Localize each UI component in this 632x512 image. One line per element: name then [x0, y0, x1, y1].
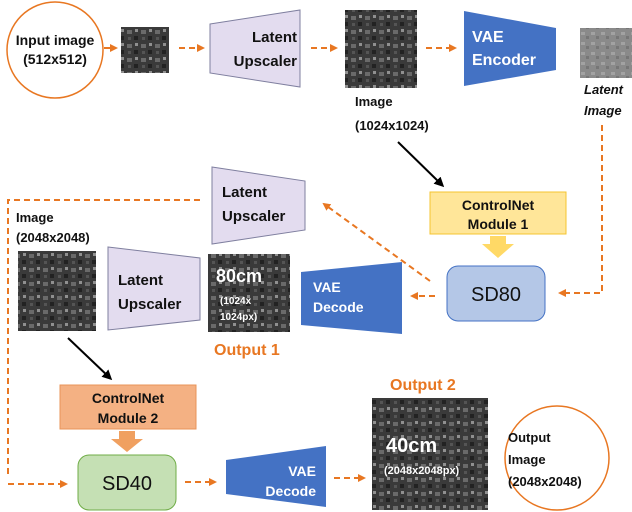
sd80-node: SD80: [446, 265, 546, 322]
latent-image-label-2: Image: [584, 103, 622, 118]
output-node-line2: Image: [508, 452, 546, 467]
input-thumbnail: [121, 27, 169, 73]
image-1024-thumbnail: [345, 10, 417, 88]
output-1-dims-1: (1024x: [220, 296, 252, 307]
latent-upscaler-3: Latent Upscaler: [107, 246, 201, 331]
output-image-node: Output Image (2048x2048): [504, 405, 610, 511]
controlnet-2-line2: Module 2: [98, 410, 159, 426]
latent-upscaler-2: Latent Upscaler: [211, 166, 306, 245]
output-1-title: Output 1: [214, 342, 280, 359]
vae-decode-2-line2: Decode: [265, 483, 316, 499]
output-2-image: 40cm (2048x2048px): [372, 398, 488, 510]
upscaler-3-line1: Latent: [118, 272, 163, 289]
image-1024-label: Image: [355, 94, 393, 109]
input-image-node: Input image (512x512): [6, 1, 104, 99]
output-2-dims: (2048x2048px): [384, 465, 460, 477]
vae-encoder-line2: Encoder: [472, 52, 536, 69]
controlnet-1-line2: Module 1: [468, 216, 529, 232]
arrow-controlnet1-to-sd80: [482, 236, 514, 258]
arrow-latent-to-sd80: [558, 125, 603, 297]
controlnet-1-line1: ControlNet: [462, 197, 535, 213]
latent-upscaler-1: Latent Upscaler: [209, 9, 301, 88]
arrow-image1024-to-controlnet1: [397, 141, 445, 188]
arrow-upscaler2-to-image2048: [7, 199, 200, 478]
vae-decode-1-line2: Decode: [313, 299, 364, 315]
upscaler-2-line1: Latent: [222, 184, 267, 201]
controlnet-module-1: ControlNet Module 1: [429, 191, 567, 235]
arrow-sd80-to-upscaler2: [322, 202, 431, 282]
input-image-label: Input image: [16, 32, 95, 48]
vae-decode-1-line1: VAE: [313, 279, 341, 295]
arrow-image2048-to-controlnet2: [67, 337, 113, 381]
vae-decode-2: VAE Decode: [226, 446, 326, 507]
output-1-resolution: 80cm: [216, 266, 262, 286]
vae-decode-2-line1: VAE: [288, 463, 316, 479]
latent-image-label-1: Latent: [584, 82, 624, 97]
sd80-label: SD80: [471, 284, 521, 306]
image-2048-size: (2048x2048): [16, 230, 90, 245]
image-2048-thumbnail: [18, 251, 96, 331]
output-2-resolution: 40cm: [386, 435, 437, 457]
sd40-node: SD40: [77, 454, 177, 511]
upscaler-1-line1: Latent: [252, 29, 297, 46]
vae-decode-1: VAE Decode: [301, 262, 402, 334]
controlnet-2-line1: ControlNet: [92, 390, 165, 406]
image-1024-size: (1024x1024): [355, 118, 429, 133]
input-image-size: (512x512): [23, 51, 87, 67]
output-node-line1: Output: [508, 430, 551, 445]
controlnet-module-2: ControlNet Module 2: [59, 384, 197, 430]
upscaler-1-line2: Upscaler: [234, 53, 298, 70]
output-node-line3: (2048x2048): [508, 474, 582, 489]
vae-encoder-line1: VAE: [472, 29, 504, 46]
sd40-label: SD40: [102, 473, 152, 495]
arrow-controlnet2-to-sd40: [111, 431, 143, 452]
output-2-title: Output 2: [390, 377, 456, 394]
latent-image-thumbnail: [580, 28, 632, 78]
output-1-dims-2: 1024px): [220, 312, 257, 323]
image-2048-label: Image: [16, 210, 54, 225]
upscaler-3-line2: Upscaler: [118, 296, 182, 313]
vae-encoder: VAE Encoder: [464, 11, 556, 86]
upscaler-2-line2: Upscaler: [222, 208, 286, 225]
output-1-image: 80cm (1024x 1024px): [208, 254, 290, 332]
